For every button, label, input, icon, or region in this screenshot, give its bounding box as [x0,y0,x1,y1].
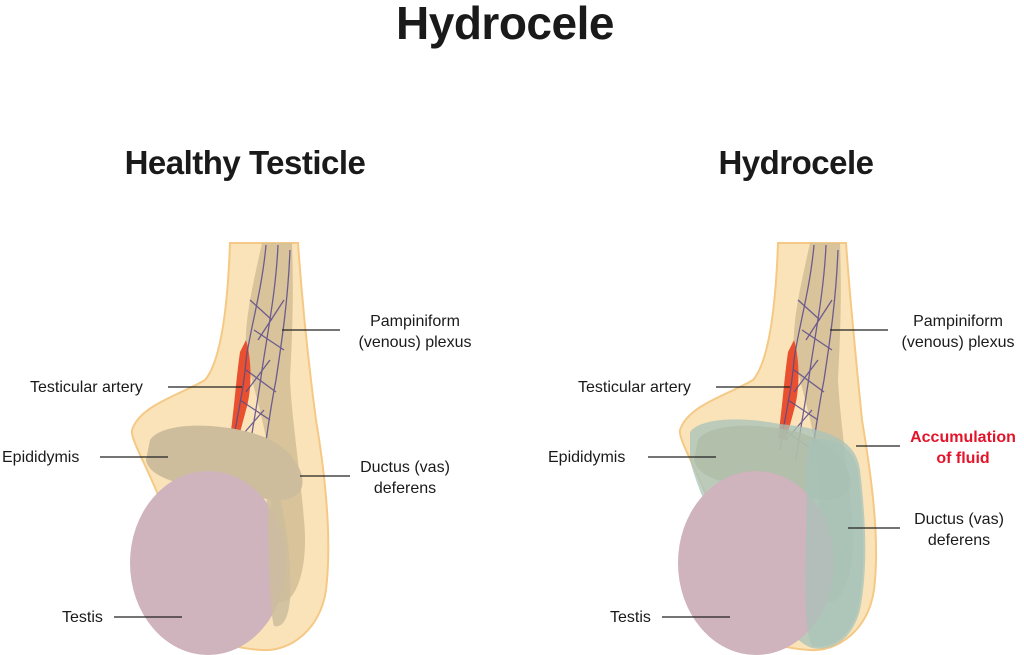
healthy-label-pampiniform: Pampiniform (venous) plexus [358,313,472,351]
hydrocele-fluid-overlay [805,439,864,647]
hydrocele-testis [678,471,834,655]
healthy-label-ductus: Ductus (vas) deferens [360,459,450,497]
healthy-testis [130,471,286,655]
hydrocele-label-epididymis: Epididymis [548,449,626,466]
hydrocele-label-fluid: Accumulation of fluid [910,429,1016,467]
hydrocele-illustration [678,242,878,655]
healthy-ductus-deferens [266,480,291,627]
leader-lines [100,329,900,618]
hydrocele-label-pampiniform: Pampiniform (venous) plexus [901,313,1015,351]
hydrocele-label-testis: Testis [610,609,651,626]
healthy-spermatic-cord [245,243,306,603]
healthy-label-artery: Testicular artery [30,379,143,396]
hydrocele-label-artery: Testicular artery [578,379,691,396]
hydrocele-panel-heading: Hydrocele [718,144,874,181]
page-title: Hydrocele [396,0,614,49]
healthy-testicle-illustration [130,242,330,655]
healthy-label-epididymis: Epididymis [2,449,80,466]
healthy-label-testis: Testis [62,609,103,626]
hydrocele-label-ductus: Ductus (vas) deferens [914,511,1004,549]
healthy-panel-heading: Healthy Testicle [124,144,366,181]
